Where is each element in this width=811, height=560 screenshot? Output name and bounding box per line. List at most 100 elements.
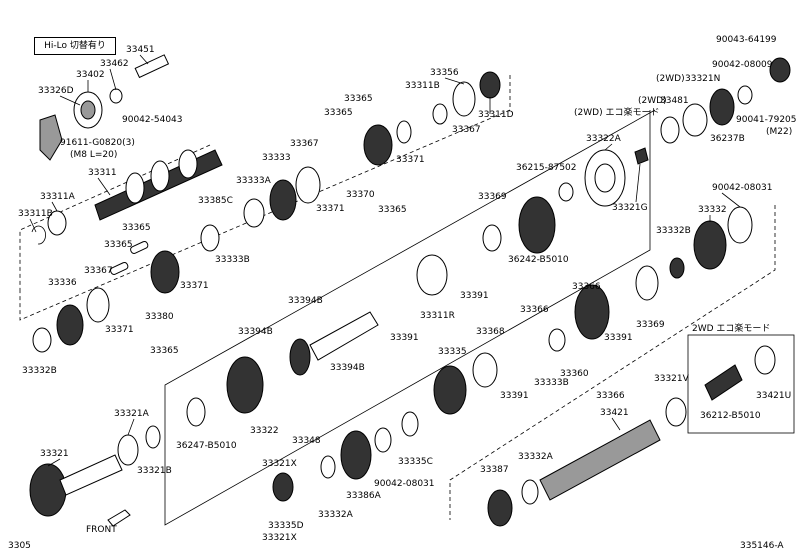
gear-33321 [29,463,67,517]
nut-36237B [709,88,735,126]
callout-33360: 33360 [560,369,589,379]
callout-33333: 33333 [262,153,291,163]
shaft-upper [309,311,379,361]
ring-33369b [635,265,659,301]
callout-91611: 91611-G0820(3) [60,138,135,148]
callout-33321X: 33321X [262,459,297,469]
bearing-33335C [401,411,419,437]
callout-33451: 33451 [126,45,155,55]
callout-33367b: 33367 [452,125,481,135]
leader-lines [29,54,741,467]
callout-33394B-c: 33394B [330,363,365,373]
callout-33332A-b: 33332A [518,452,554,462]
front-arrow [107,509,131,527]
washer-90042-08031 [727,206,753,244]
callout-33321V: 33321V [654,374,690,384]
ring-33462 [109,88,123,104]
callout-90042-08009: 90042-08009 [712,60,773,70]
ring-33367c [86,287,110,323]
callout-36247: 36247-B5010 [176,441,237,451]
callout-33462: 33462 [100,59,129,69]
bearing-90043-64199 [769,57,791,83]
callout-33336: 33336 [48,278,77,288]
shaft-36212 [704,364,743,401]
middle-left-assembly [32,240,180,353]
sleeve-33333 [269,179,297,221]
callout-33366a: 33366 [520,305,549,315]
callout-33369a: 33369 [478,192,507,202]
ring-33321B [145,425,161,449]
callout-33391c: 33391 [604,333,633,343]
ring-33332A [320,455,336,479]
callout-33311B: 33311B [18,209,53,219]
bearing-33311D [479,71,501,99]
gear-33335 [433,365,467,415]
callout-33335C: 33335C [398,457,433,467]
gear-36242 [518,196,556,254]
clip-33311B [31,225,46,245]
right-middle-assembly [433,206,753,415]
bearing-33321V [665,397,687,427]
gear-33386A [340,430,372,480]
callout-33391d: 33391 [500,391,529,401]
inner-frame-assembly [186,147,649,427]
callout-33421: 33421 [600,408,629,418]
callout-33333B-2: 33333B [534,378,569,388]
callout-m22: (M22) [766,127,792,137]
shaft-33421 [539,419,661,501]
label-2wd-b: (2WD) [638,96,667,106]
gear-33332 [693,220,727,270]
ring-33369 [482,224,502,252]
callout-33386A: 33386A [346,491,382,501]
callout-labels: 33451 33462 33402 33326D 90042-54043 916… [8,35,797,551]
callout-33367a: 33367 [290,139,319,149]
callout-33321A: 33321A [114,409,150,419]
top-right-assembly [660,57,791,144]
bearing-33421U [754,345,776,375]
callout-90041-79205: 90041-79205 [736,115,797,125]
callout-33321: 33321 [40,449,69,459]
callout-33394B-b: 33394B [238,327,273,337]
callout-90042-08031b: 90042-08031 [374,479,435,489]
callout-33322A: 33322A [586,134,622,144]
ring-33311B [432,103,448,125]
callout-36212: 36212-B5010 [700,411,761,421]
callout-33367c: 33367 [84,266,113,276]
callout-90042-54043: 90042-54043 [122,115,183,125]
callout-91611b: (M8 L=20) [70,150,117,160]
ring-33367b [452,81,476,117]
callout-33387: 33387 [480,465,509,475]
callout-90043-64199: 90043-64199 [716,35,777,45]
callout-33348: 33348 [292,436,321,446]
eco-box-assembly [704,345,776,401]
hub-33380 [150,250,180,294]
callout-33365d: 33365 [122,223,151,233]
bearing-33348 [272,472,294,502]
hub-33360 [574,284,610,340]
callout-33385C: 33385C [198,196,233,206]
callout-33369b: 33369 [636,320,665,330]
callout-33366-top: 33366 [572,282,601,292]
callout-33311A: 33311A [40,192,76,202]
callout-33371d: 33371 [105,325,134,335]
hub-33370 [363,124,393,166]
bearing-33321N [682,103,708,137]
callout-33371a: 33371 [396,155,425,165]
callout-33391b: 33391 [390,333,419,343]
bottom-assembly [29,397,687,527]
callout-33365a: 33365 [344,94,373,104]
callout-33394B-a: 33394B [288,296,323,306]
callout-33311R: 33311R [420,311,455,321]
bearing-33311R [416,254,448,296]
callout-33366c: 33366 [596,391,625,401]
nut-33321G [634,147,649,165]
callout-33365f: 33365 [150,346,179,356]
shaft-33451 [134,54,170,79]
callout-33311D: 33311D [478,110,514,120]
label-eco-bottom: 2WD エコ楽モード [692,322,770,334]
callout-33311: 33311 [88,168,117,178]
bearing-33332B [32,327,52,353]
callout-33321B: 33321B [137,466,172,476]
callout-33322: 33322 [250,426,279,436]
